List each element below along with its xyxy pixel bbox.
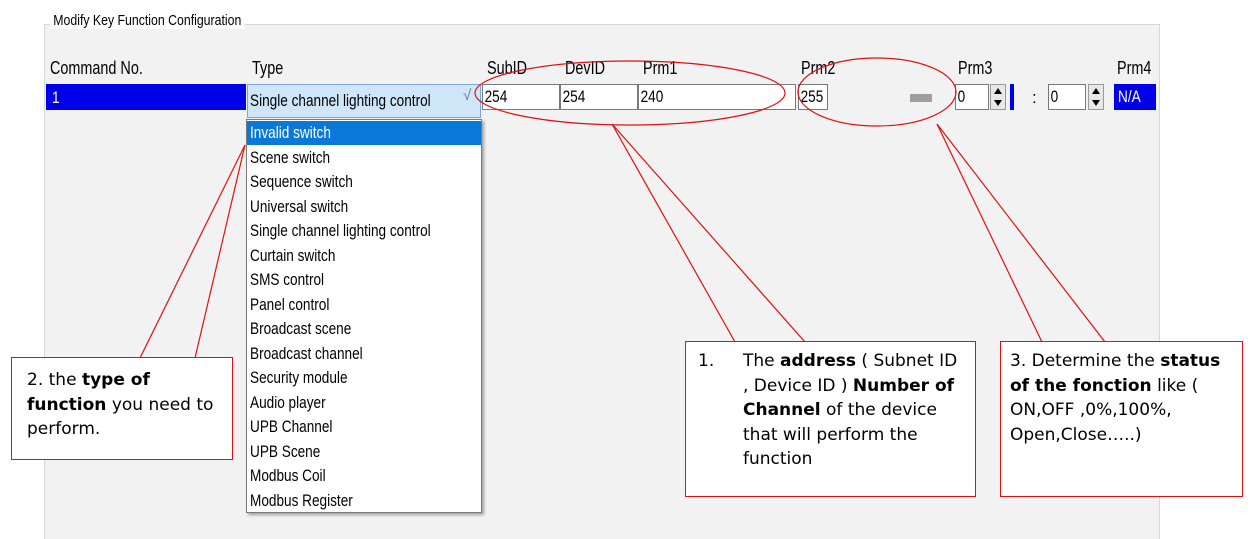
spin-down-icon[interactable] [994, 100, 1002, 106]
dropdown-option-broadcast-channel[interactable]: Broadcast channel [247, 342, 481, 366]
prm3-right-spinner[interactable] [1088, 84, 1104, 110]
dropdown-option-modbus-coil[interactable]: Modbus Coil [247, 464, 481, 488]
prm2-value: 255 [800, 87, 824, 106]
prm3-separator-strip [1010, 84, 1014, 110]
option-label: Panel control [250, 294, 330, 314]
prm3-left-value: 0 [957, 87, 966, 106]
spin-down-icon[interactable] [1092, 100, 1100, 106]
header-prm2: Prm2 [801, 58, 836, 78]
option-label: Audio player [250, 392, 326, 412]
callout-address: 1. The address ( Subnet ID , Device ID )… [685, 341, 976, 497]
prm2-slider-thumb[interactable] [910, 94, 932, 102]
callout-type-of-function: 2. the type of function you need to perf… [11, 357, 233, 460]
callout-status: 3. Determine the status of the fonction … [1000, 341, 1243, 497]
prm4-value: N/A [1118, 87, 1141, 106]
dropdown-option-universal-switch[interactable]: Universal switch [247, 195, 481, 219]
devid-value: 254 [562, 87, 586, 106]
dropdown-option-single-channel-lighting[interactable]: Single channel lighting control [247, 219, 481, 243]
option-label: Modbus Register [250, 490, 353, 510]
command-number: 1 [52, 88, 60, 107]
callout-status-text: 3. Determine the [1010, 351, 1161, 371]
dropdown-option-panel-control[interactable]: Panel control [247, 293, 481, 317]
option-label: Universal switch [250, 196, 349, 216]
header-prm1: Prm1 [643, 58, 678, 78]
callout-address-number: 1. [698, 351, 715, 371]
prm1-field[interactable]: 240 [638, 84, 796, 110]
prm3-right-value: 0 [1050, 87, 1059, 106]
callout-status-bold: status of the fonction [1010, 351, 1221, 396]
header-prm3: Prm3 [958, 58, 993, 78]
option-label: Sequence switch [250, 172, 353, 191]
header-prm4: Prm4 [1117, 58, 1152, 78]
spin-up-icon[interactable] [1092, 88, 1100, 94]
prm3-colon: : [1032, 88, 1037, 107]
option-label: Curtain switch [250, 245, 336, 265]
callout-address-bold-2: Number of Channel [743, 375, 955, 421]
prm3-left-spinner[interactable] [990, 84, 1006, 110]
subid-field[interactable]: 254 [482, 84, 560, 110]
spin-up-icon[interactable] [994, 88, 1002, 94]
type-dropdown-list: Invalid switch Scene switch Sequence swi… [246, 119, 482, 513]
option-label: Modbus Coil [250, 466, 326, 485]
type-combobox-value: Single channel lighting control [250, 91, 431, 110]
prm3-right-field[interactable]: 0 [1048, 84, 1086, 110]
callout-type-text: 2. the [27, 370, 82, 390]
option-label: SMS control [250, 270, 325, 289]
option-label: UPB Scene [250, 441, 321, 461]
group-title: Modify Key Function Configuration [50, 12, 245, 29]
option-label: Scene switch [250, 147, 331, 167]
header-subid: SubID [487, 58, 528, 78]
option-label: Broadcast channel [250, 343, 363, 363]
dropdown-option-curtain-switch[interactable]: Curtain switch [247, 244, 481, 268]
command-row-selected[interactable] [46, 84, 246, 110]
prm1-value: 240 [640, 87, 664, 106]
chevron-down-icon[interactable]: √ [463, 87, 472, 104]
callout-address-text-3: of the device that will perform the func… [743, 400, 937, 469]
dropdown-option-invalid-switch[interactable]: Invalid switch [247, 121, 481, 145]
dropdown-option-audio-player[interactable]: Audio player [247, 391, 481, 415]
type-combobox[interactable] [247, 84, 481, 118]
dropdown-option-upb-channel[interactable]: UPB Channel [247, 415, 481, 439]
header-command-no: Command No. [50, 58, 143, 78]
dropdown-option-sms-control[interactable]: SMS control [247, 268, 481, 292]
devid-field[interactable]: 254 [560, 84, 638, 110]
prm4-cell[interactable]: N/A [1114, 84, 1156, 110]
dropdown-option-sequence-switch[interactable]: Sequence switch [247, 170, 481, 194]
dropdown-option-security-module[interactable]: Security module [247, 366, 481, 390]
callout-address-text: The [743, 351, 781, 371]
option-label: Single channel lighting control [250, 221, 431, 240]
callout-type-text-2: you need to perform. [27, 394, 214, 440]
prm3-left-field[interactable]: 0 [955, 84, 989, 110]
subid-value: 254 [484, 87, 508, 106]
option-label: Invalid switch [250, 123, 331, 142]
callout-address-text-2: ( Subnet ID , Device ID ) [743, 351, 958, 396]
option-label: Broadcast scene [250, 319, 352, 338]
callout-type-bold: type of function [27, 370, 150, 415]
dropdown-option-upb-scene[interactable]: UPB Scene [247, 440, 481, 464]
header-type: Type [252, 58, 284, 78]
option-label: UPB Channel [250, 417, 333, 436]
callout-status-text-2: like ( ON,OFF ,0%,100%, Open,Close…..) [1010, 375, 1199, 445]
option-label: Security module [250, 368, 348, 387]
dropdown-option-modbus-register[interactable]: Modbus Register [247, 489, 481, 513]
dropdown-option-broadcast-scene[interactable]: Broadcast scene [247, 317, 481, 341]
callout-address-bold: address [780, 351, 856, 371]
header-devid: DevID [565, 58, 606, 78]
prm2-field[interactable]: 255 [798, 84, 828, 110]
dropdown-option-scene-switch[interactable]: Scene switch [247, 146, 481, 170]
